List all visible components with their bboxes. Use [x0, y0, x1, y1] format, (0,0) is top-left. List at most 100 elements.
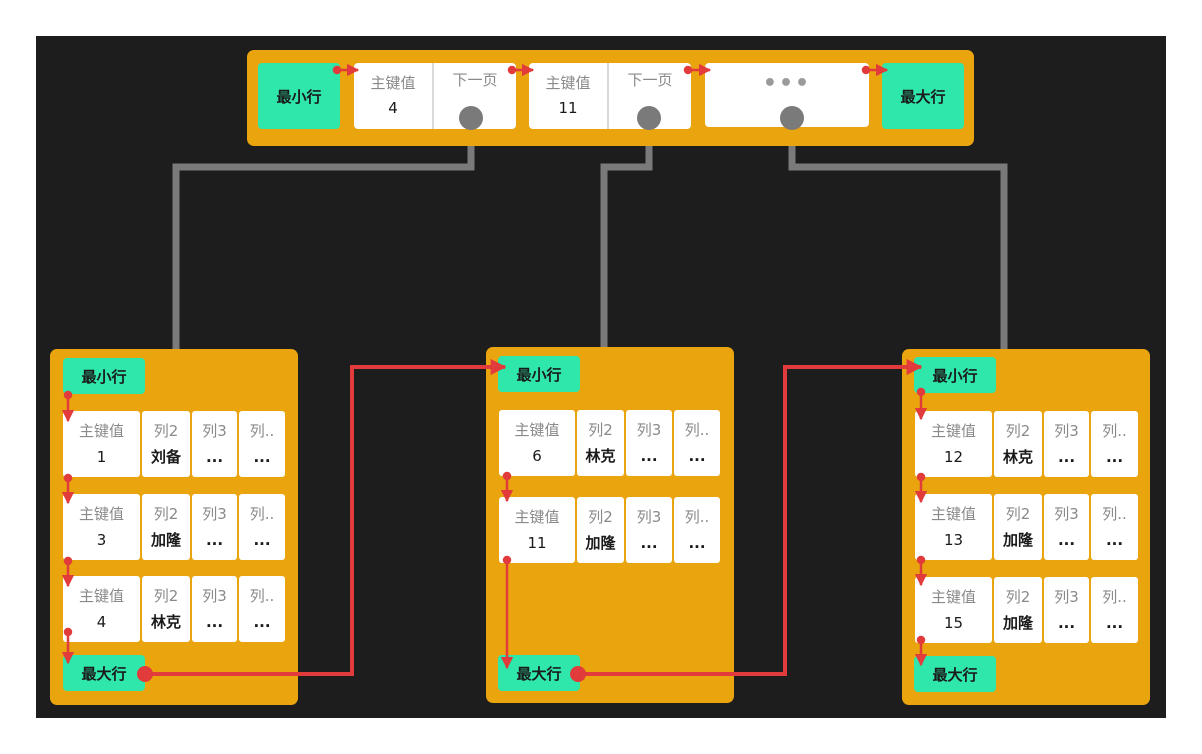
cell-value: ...: [1057, 447, 1076, 466]
root-entry-1-key: 主键值 4: [354, 63, 432, 129]
col-header: 列2: [153, 421, 179, 440]
col-header: 列3: [202, 421, 227, 440]
col-3: 列3...: [192, 494, 237, 560]
cell-value: 林克: [585, 446, 616, 465]
col-header: 主键值: [514, 507, 560, 526]
cell-value: 4: [96, 612, 107, 631]
leaf-1-min-row: 最小行: [63, 358, 145, 394]
cell-value: ...: [1105, 530, 1124, 549]
col-3: 列3...: [1044, 411, 1089, 477]
col-more: 列.....: [239, 576, 285, 642]
cell-value: 加隆: [1002, 530, 1033, 549]
key-header: 主键值: [370, 74, 416, 92]
leaf-3-max-row: 最大行: [914, 656, 996, 692]
col-header: 列..: [249, 504, 275, 523]
cell-value: ...: [253, 530, 271, 549]
col-header: 列..: [684, 507, 710, 526]
col-key: 主键值 1: [63, 411, 140, 477]
col-header: 列2: [1005, 504, 1031, 523]
col-more: 列.....: [239, 411, 285, 477]
cell-value: ...: [640, 446, 658, 465]
root-min-row: 最小行: [258, 63, 340, 129]
key-value: 11: [558, 99, 578, 117]
root-entry-more: •••: [705, 63, 869, 127]
col-key: 主键值 11: [499, 497, 575, 563]
cell-value: 3: [96, 530, 107, 549]
col-2: 列2 刘备: [142, 411, 190, 477]
col-header: 主键值: [78, 421, 124, 440]
col-header: 列..: [1102, 421, 1127, 440]
cell-value: 6: [532, 446, 542, 465]
col-key: 主键值 4: [63, 576, 140, 642]
col-header: 列2: [153, 586, 179, 605]
root-max-row: 最大行: [882, 63, 964, 129]
cell-value: 11: [527, 533, 547, 552]
col-header: 列..: [1102, 504, 1127, 523]
cell-value: ...: [688, 446, 706, 465]
root-entry-1-next: 下一页: [432, 63, 516, 129]
col-more: 列.....: [1091, 494, 1138, 560]
cell-value: ...: [640, 533, 658, 552]
col-header: 主键值: [930, 421, 976, 440]
cell-value: 加隆: [150, 530, 181, 549]
col-header: 列2: [153, 504, 179, 523]
root-entry-1: 主键值 4 下一页: [354, 63, 516, 129]
col-3: 列3...: [1044, 494, 1089, 560]
cell-value: 加隆: [1002, 613, 1033, 632]
col-header: 主键值: [514, 420, 560, 439]
col-2: 列2 林克: [142, 576, 190, 642]
col-more: 列.....: [1091, 411, 1138, 477]
next-page-header: 下一页: [452, 71, 498, 89]
cell-value: 1: [96, 447, 107, 466]
col-header: 列..: [684, 420, 710, 439]
col-header: 列..: [1102, 587, 1127, 606]
col-3: 列3...: [1044, 577, 1089, 643]
cell-value: 刘备: [150, 447, 181, 466]
ellipsis: •••: [762, 71, 812, 96]
col-header: 列3: [202, 504, 227, 523]
cell-value: 林克: [150, 612, 181, 631]
col-header: 列3: [1054, 587, 1079, 606]
col-header: 列3: [1054, 504, 1079, 523]
cell-value: 15: [943, 613, 964, 632]
col-header: 列3: [202, 586, 227, 605]
col-more: 列.....: [674, 497, 720, 563]
col-3: 列3...: [626, 497, 672, 563]
col-header: 主键值: [78, 586, 124, 605]
col-header: 主键值: [78, 504, 124, 523]
col-3: 列3...: [626, 410, 672, 476]
col-2: 列2 加隆: [994, 577, 1042, 643]
cell-value: ...: [1105, 447, 1124, 466]
cell-value: 12: [943, 447, 964, 466]
leaf-2-min-row: 最小行: [498, 356, 580, 392]
col-header: 列2: [1005, 587, 1031, 606]
col-header: 列2: [1005, 421, 1031, 440]
col-2: 列2 加隆: [142, 494, 190, 560]
leaf-2-max-row: 最大行: [498, 655, 580, 691]
leaf-page-1: 最小行 主键值 1 列2 刘备 列3... 列..... 主键值 3 列2 加隆 列3.…: [50, 349, 298, 705]
col-more: 列.....: [1091, 577, 1138, 643]
col-2: 列2 加隆: [994, 494, 1042, 560]
col-key: 主键值 6: [499, 410, 575, 476]
col-header: 主键值: [930, 504, 976, 523]
col-3: 列3...: [192, 576, 237, 642]
cell-value: ...: [1057, 530, 1076, 549]
cell-value: ...: [1057, 613, 1076, 632]
col-header: 列3: [1054, 421, 1079, 440]
root-entry-2-next: 下一页: [607, 63, 691, 129]
root-page: 最小行 主键值 4 下一页 主键值 11 下一页 ••• 最大行: [247, 50, 974, 146]
cell-value: ...: [205, 447, 224, 466]
col-more: 列.....: [674, 410, 720, 476]
col-3: 列3...: [192, 411, 237, 477]
cell-value: 加隆: [585, 533, 616, 552]
root-entry-2: 主键值 11 下一页: [529, 63, 691, 129]
leaf-3-min-row: 最小行: [914, 357, 996, 393]
col-header: 列3: [636, 420, 662, 439]
cell-value: ...: [253, 612, 271, 631]
